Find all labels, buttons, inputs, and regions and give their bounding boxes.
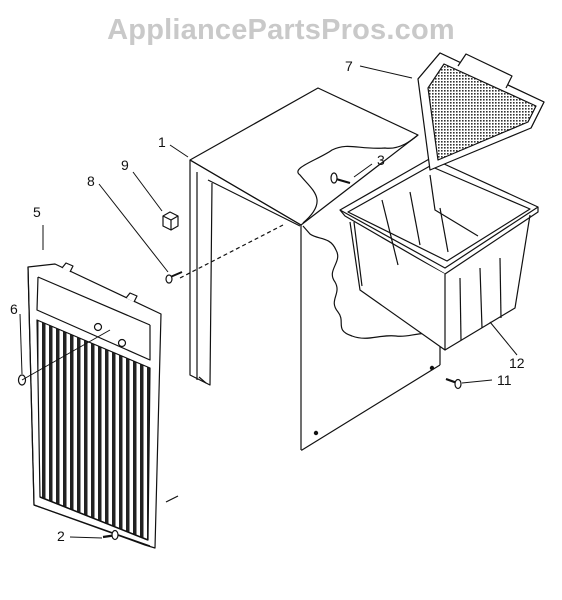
screw-part-11 — [445, 377, 462, 390]
screw-part-3 — [330, 172, 351, 185]
screw-part-2 — [102, 529, 119, 541]
front-grille-panel-part — [27, 262, 179, 549]
callout-3: 3 — [377, 152, 385, 168]
cabinet-wrapper-part — [179, 87, 441, 451]
screw-part-8 — [165, 271, 183, 284]
water-bucket-part — [339, 157, 539, 351]
callout-9: 9 — [121, 157, 129, 173]
callout-7: 7 — [345, 58, 353, 74]
leader-lines — [19, 65, 518, 539]
callout-8: 8 — [87, 173, 95, 189]
site-watermark: AppliancePartsPros.com — [107, 14, 455, 46]
callout-11: 11 — [497, 372, 512, 388]
callout-2: 2 — [57, 528, 65, 544]
callout-12: 12 — [509, 355, 525, 371]
callout-6: 6 — [10, 301, 18, 317]
callout-5: 5 — [33, 204, 41, 220]
callout-1: 1 — [158, 134, 166, 150]
small-block-part-9 — [162, 211, 179, 231]
air-filter-lid-part — [417, 52, 545, 171]
